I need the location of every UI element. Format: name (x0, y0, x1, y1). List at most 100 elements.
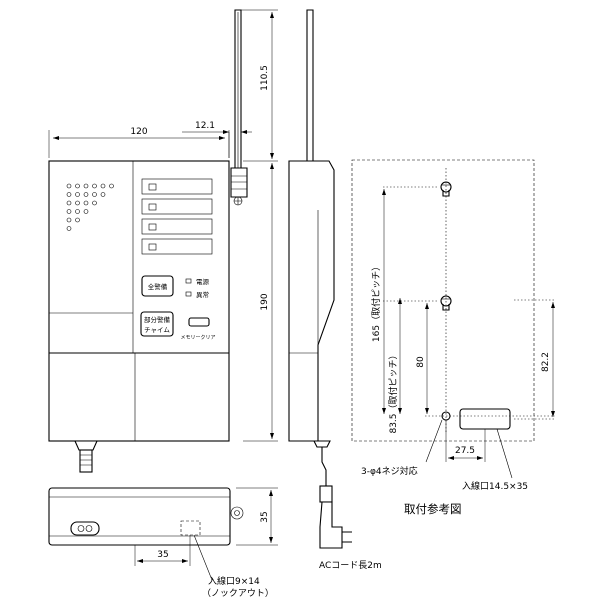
speaker-hole (92, 192, 97, 197)
dim-pitch-inner: 83.5（取付ピッチ） (388, 350, 399, 433)
mounting-outline (351, 159, 535, 442)
speaker-hole (66, 209, 72, 214)
dim-antenna-height: 110.5 (260, 65, 270, 91)
bottom-view (48, 487, 244, 546)
speaker-grille (66, 183, 114, 231)
speaker-hole (83, 209, 89, 214)
dim-antenna-offset-arrows (223, 130, 247, 134)
dim-inlet-offset-arrows (137, 559, 188, 563)
speaker-hole (66, 200, 72, 206)
bottom-ac-inlet-pin-1 (77, 525, 85, 532)
led-power (185, 278, 192, 284)
front-antenna-base (230, 167, 248, 198)
dim-pitch-outer: 165（取付ピッチ） (371, 262, 382, 342)
speaker-hole (100, 192, 106, 197)
side-cord-boot (319, 485, 333, 503)
dim-27-5: 27.5 (455, 446, 475, 456)
mounting-title: 取付参考図 (404, 502, 462, 516)
side-antenna (306, 9, 314, 171)
bottom-body-lines (49, 496, 230, 537)
led-abnormal (185, 291, 192, 297)
side-cord (321, 447, 327, 486)
wire-inlet-back-label: 入線口14.5×35 (462, 480, 528, 492)
ac-cord-label: ACコード長2m (319, 560, 382, 571)
wire-inlet-bottom-leader (193, 534, 213, 581)
wire-inlet-back-leader (496, 428, 513, 479)
speaker-hole (75, 217, 80, 223)
memory-clear-button (188, 317, 210, 327)
front-antenna-base-ribs (231, 175, 247, 190)
front-cord (79, 449, 93, 473)
ac-plug-prongs (342, 531, 352, 543)
speaker-hole (109, 183, 114, 189)
bottom-antenna-knob-inner (234, 510, 240, 516)
dim-depth-lines (236, 487, 278, 546)
bottom-body (48, 487, 231, 546)
display-slots (141, 178, 213, 255)
dim-antenna-offset-lines (182, 131, 252, 166)
bottom-knockout (180, 520, 201, 536)
speaker-hole (75, 192, 80, 197)
side-cord-bushing (313, 440, 331, 448)
dim-depth: 35 (260, 511, 270, 522)
display-slot-4-window (148, 243, 157, 251)
dim-inlet-offset: 35 (157, 550, 168, 560)
all-alarm-button (141, 275, 174, 297)
bottom-antenna-knob (230, 506, 244, 520)
dim-width: 120 (130, 127, 147, 137)
mounting-view: 165（取付ピッチ） 83.5（取付ピッチ） 80 82.2 27.5 (351, 159, 555, 479)
speaker-hole (66, 226, 72, 231)
wire-inlet-bottom-label-1: 入線口9×14 (208, 575, 260, 587)
display-slot-4 (141, 238, 213, 255)
all-alarm-button-label: 全警備 (148, 282, 168, 291)
wire-inlet-bottom-label-2: （ノックアウト） (202, 588, 274, 599)
front-cabinet (48, 160, 230, 442)
screw-holes-leader (425, 419, 443, 463)
dim-80: 80 (416, 356, 426, 368)
speaker-hole (83, 200, 89, 206)
partial-alarm-button (140, 311, 174, 337)
front-cord-bushing (74, 440, 98, 451)
speaker-hole (92, 200, 97, 206)
speaker-hole (75, 200, 80, 206)
side-body (288, 160, 335, 442)
screw-holes-label: 3-φ4ネジ対応 (361, 465, 418, 477)
dim-inlet-offset-lines (134, 535, 191, 566)
speaker-hole (100, 183, 106, 189)
led-power-label: 電源 (196, 277, 210, 286)
speaker-hole (83, 192, 89, 197)
led-abnormal-label: 異常 (196, 290, 209, 299)
dim-antenna-offset: 12.1 (195, 121, 215, 131)
speaker-hole (83, 183, 89, 189)
speaker-hole (75, 209, 80, 214)
front-cord-ribs (80, 454, 92, 466)
memory-clear-label: メモリークリア (180, 335, 215, 341)
front-dimensions: 120 110.5 190 12.1 (48, 9, 278, 442)
front-antenna-screw-cross (234, 197, 242, 205)
front-view: 全警備 電源 異常 部分警備 チャイム メモリークリア (48, 9, 248, 473)
speaker-hole (66, 192, 72, 197)
ac-plug (319, 501, 343, 549)
speaker-hole (75, 183, 80, 189)
partial-alarm-button-label-1: 部分警備 (144, 315, 171, 324)
bottom-ac-inlet (70, 521, 100, 536)
display-slot-3 (141, 218, 213, 235)
speaker-hole (92, 183, 97, 189)
speaker-hole (66, 217, 72, 223)
partial-alarm-button-label-2: チャイム (144, 326, 170, 334)
display-slot-3-window (148, 223, 157, 231)
dim-height-lines (238, 9, 278, 442)
keyhole-middle-slot (442, 304, 450, 311)
display-slot-2-window (148, 203, 157, 211)
bottom-ac-inlet-pin-2 (85, 525, 93, 532)
dim-82-2: 82.2 (541, 352, 551, 372)
side-view (288, 9, 352, 549)
dim-height: 190 (260, 293, 270, 310)
wire-inlet-back (459, 408, 511, 430)
display-slot-1 (141, 178, 213, 195)
bottom-dimensions: 35 35 (134, 487, 278, 581)
display-slot-2 (141, 198, 213, 215)
dim-depth-arrows (269, 490, 273, 543)
